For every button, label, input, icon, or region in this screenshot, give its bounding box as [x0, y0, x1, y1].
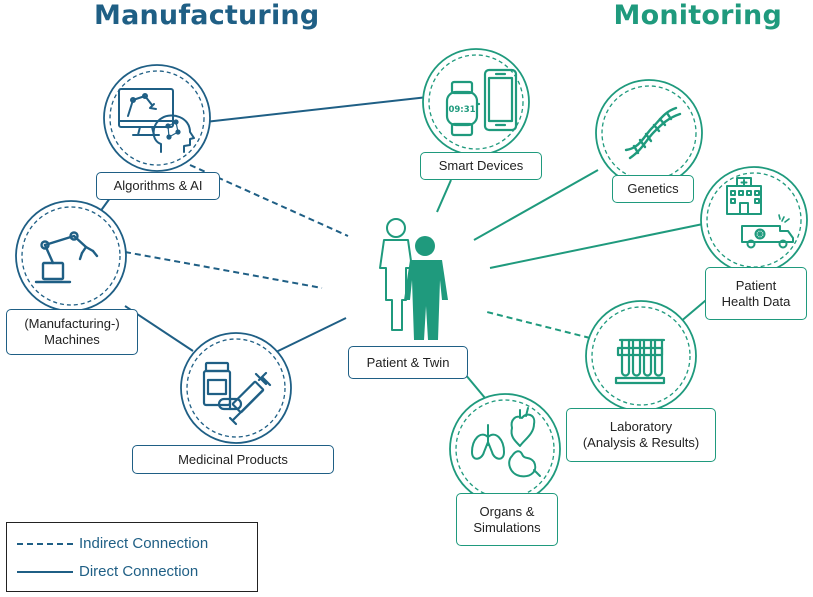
label-genetics-text: Genetics	[627, 181, 679, 196]
label-machines-line2: Machines	[44, 332, 100, 347]
label-machines: (Manufacturing-) Machines	[6, 309, 138, 355]
label-health-data-line2: Health Data	[721, 293, 791, 309]
robot-arm-icon	[34, 231, 99, 284]
label-laboratory-line1: Laboratory	[609, 419, 673, 434]
hospital-ambulance-icon	[726, 177, 794, 249]
connector-algorithms-smart-devices	[204, 96, 429, 123]
legend-indirect: Indirect Connection	[17, 535, 208, 552]
circle-algorithms	[103, 64, 211, 172]
circle-health-data	[700, 166, 808, 274]
label-patient-health-data: Patient Health Data	[705, 267, 807, 320]
circle-medicinal	[180, 332, 292, 444]
label-patient-twin-text: Patient & Twin	[366, 354, 450, 370]
heading-manufacturing: Manufacturing	[94, 0, 320, 31]
legend-indirect-text: Indirect Connection	[79, 535, 209, 552]
connector-health-data-patient	[489, 223, 704, 269]
connector-machines-patient	[124, 251, 323, 289]
legend-direct-text: Direct Connection	[79, 563, 199, 580]
legend-dashed-line	[17, 542, 73, 545]
circle-machines	[15, 200, 127, 312]
lungs-heart-stomach-icon	[471, 407, 541, 478]
patient-twin-figures-icon	[379, 218, 448, 340]
test-tubes-icon	[614, 338, 666, 385]
connector-genetics-patient	[473, 169, 599, 241]
legend-solid-line	[17, 570, 73, 573]
pill-bottle-syringe-icon	[202, 361, 272, 426]
connector-smart-devices-patient	[436, 179, 452, 213]
connector-medicinal-patient	[275, 317, 347, 353]
label-laboratory-line2: (Analysis & Results)	[582, 435, 700, 450]
smartwatch-smartphone-icon	[445, 68, 518, 137]
watch-time-text: 09:31	[448, 105, 475, 115]
label-organs: Organs & Simulations	[456, 493, 558, 546]
label-medicinal-products-text: Medicinal Products	[178, 451, 288, 467]
legend-direct: Direct Connection	[17, 563, 198, 580]
label-organs-line2: Simulations	[473, 519, 541, 535]
label-genetics: Genetics	[612, 175, 694, 203]
label-organs-line1: Organs &	[479, 503, 535, 519]
label-medicinal-products: Medicinal Products	[132, 445, 334, 474]
connector-algorithms-patient	[189, 164, 349, 237]
dna-helix-icon	[624, 106, 682, 160]
connections	[96, 96, 719, 399]
label-algorithms-text: Algorithms & AI	[113, 178, 203, 193]
circle-organs	[449, 393, 561, 505]
label-machines-line1: (Manufacturing-)	[24, 316, 120, 331]
monitor-robot-arm-ai-head-icon	[118, 88, 195, 153]
heading-monitoring: Monitoring	[613, 0, 782, 31]
label-algorithms: Algorithms & AI	[96, 172, 220, 200]
label-smart-devices-text: Smart Devices	[438, 158, 524, 173]
label-laboratory: Laboratory (Analysis & Results)	[566, 408, 716, 462]
label-smart-devices: Smart Devices	[420, 152, 542, 180]
legend: Indirect Connection Direct Connection	[6, 522, 258, 592]
connector-laboratory-patient	[486, 311, 591, 339]
label-patient-twin: Patient & Twin	[348, 346, 468, 379]
label-health-data-line1: Patient	[735, 277, 777, 293]
